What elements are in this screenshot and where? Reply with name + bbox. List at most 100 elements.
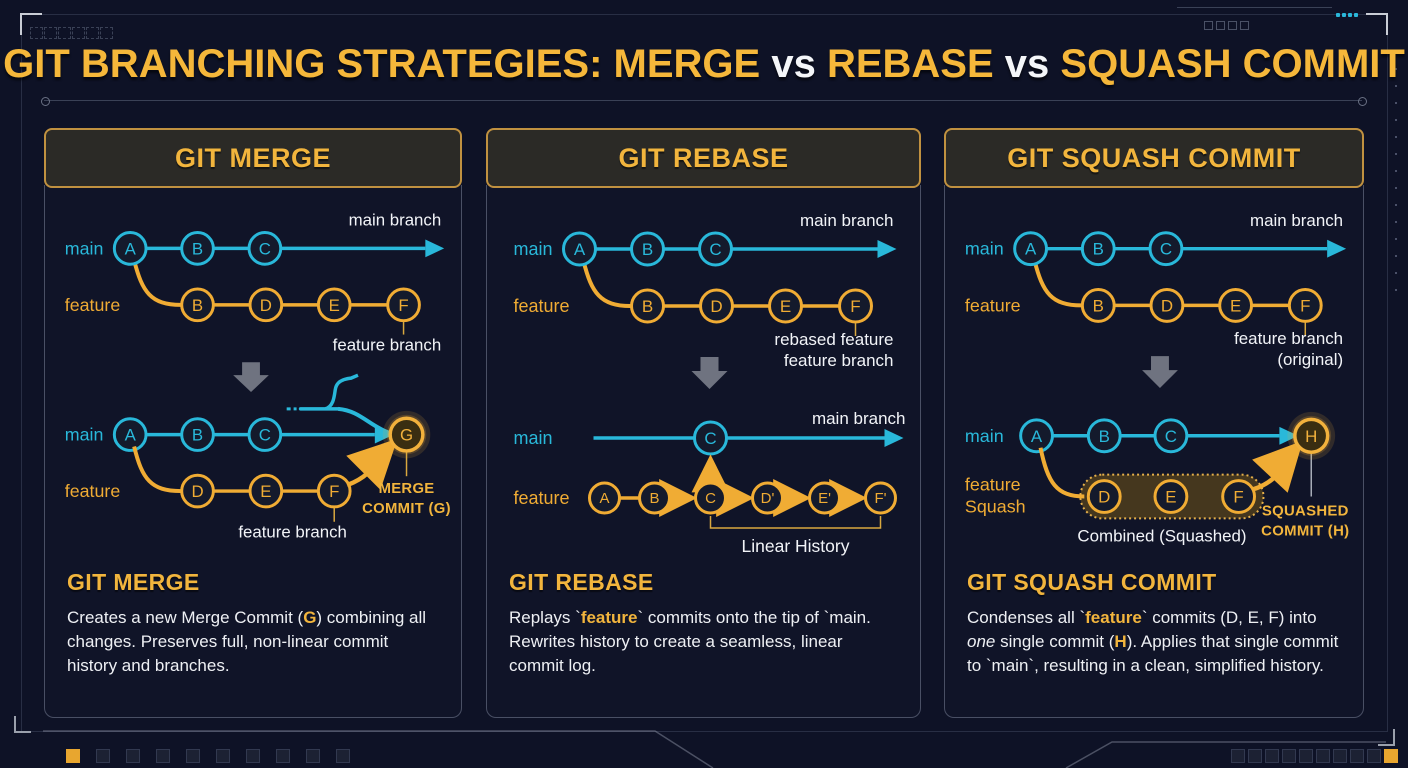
title-segment: GIT BRANCHING STRATEGIES: MERGE [3, 42, 761, 86]
panel-git-squash: GIT SQUASH COMMIT main branch main featu… [944, 128, 1364, 718]
highlight-segment: feature [1085, 608, 1142, 627]
main-branch-label: main branch [812, 409, 906, 428]
description-heading: GIT MERGE [67, 569, 200, 595]
panel-body: main branch main feature A B C B D E F r… [486, 185, 921, 718]
diagram-git-merge: main branch main feature A B C B D E F f… [65, 211, 451, 542]
svg-text:C: C [705, 490, 716, 507]
divider-end-cap [1358, 97, 1367, 106]
highlight-segment: H [1114, 632, 1127, 652]
svg-text:H: H [1305, 427, 1317, 446]
svg-text:D: D [1161, 296, 1173, 315]
corner-bracket-bottom-right [1378, 729, 1395, 746]
commit-node-feature: A B C D' E' F' [588, 481, 897, 515]
svg-text:B: B [192, 239, 203, 258]
merge-commit-annotation: COMMIT (G) [362, 501, 451, 517]
feature-branch-label: (original) [1277, 350, 1343, 369]
description-text: Creates a new Merge Commit (G) combining… [67, 606, 439, 678]
description-heading: GIT SQUASH COMMIT [967, 569, 1217, 595]
svg-text:D: D [260, 296, 272, 315]
text-segment: single commit ( [995, 632, 1115, 652]
commit-node-main: A B C [112, 231, 283, 266]
panel-title: GIT MERGE [174, 142, 331, 173]
branch-curve [1032, 260, 1082, 308]
panel-title: GIT SQUASH COMMIT [1007, 142, 1301, 173]
svg-text:A: A [1031, 427, 1043, 446]
diagram-git-rebase: main branch main feature A B C B D E F r… [514, 211, 906, 556]
branch-curve [1038, 447, 1085, 499]
down-arrow-icon [233, 362, 269, 393]
text-segment: ) combining all changes. Preserves full,… [67, 608, 427, 676]
main-branch-label: main branch [349, 211, 442, 230]
deco-top-right-line [1177, 7, 1332, 8]
svg-text:A: A [125, 239, 137, 258]
combined-label: Combined (Squashed) [1077, 526, 1246, 545]
svg-text:A: A [125, 426, 137, 445]
deco-square-outlines [1204, 17, 1252, 35]
feature-label: feature [65, 295, 121, 315]
main-arrowhead-icon [425, 239, 445, 258]
svg-text:F: F [398, 296, 408, 315]
panel-header: GIT REBASE [486, 128, 921, 188]
svg-text:B: B [642, 240, 653, 259]
svg-text:C: C [259, 239, 271, 258]
feature-branch-label: feature branch [784, 351, 894, 370]
main-label: main [965, 426, 1004, 446]
svg-text:C: C [709, 240, 721, 259]
commit-node-feature: B D E F [630, 288, 873, 324]
main-arrowhead-icon [877, 240, 897, 258]
title-vs: vs [771, 42, 816, 86]
highlight-segment: G [303, 608, 317, 627]
divider-end-cap [41, 97, 50, 106]
svg-text:F': F' [874, 490, 886, 507]
italic-segment: one [967, 632, 996, 652]
svg-text:E: E [329, 296, 340, 315]
svg-text:F: F [850, 297, 860, 316]
corner-bracket-top-right [1366, 13, 1388, 35]
squash-commit-annotation: SQUASHED [1262, 502, 1349, 519]
text-segment: Creates a new Merge Commit ( [67, 608, 304, 627]
feature-branch-label: feature branch [1234, 329, 1343, 348]
commit-node-feature: D E F [180, 473, 352, 509]
svg-text:F: F [329, 482, 339, 501]
panel-header: GIT MERGE [44, 128, 462, 188]
main-label: main [65, 238, 104, 258]
svg-text:D: D [191, 482, 203, 501]
description-text: Condenses all `feature` commits (D, E, F… [967, 606, 1341, 678]
title-segment: REBASE [826, 42, 994, 86]
merge-commit-node: G [382, 410, 431, 459]
text-segment: Replays ` [509, 608, 581, 627]
panel-git-merge: GIT MERGE main branch main feature A B C… [44, 128, 462, 718]
feature-branch-label: feature branch [333, 335, 442, 354]
deco-dashed-boxes [30, 26, 114, 44]
panel-body: main branch main feature A B C B D E F f… [44, 185, 462, 718]
svg-text:C: C [1165, 427, 1177, 446]
deco-edge-dots [1395, 68, 1397, 308]
panel-git-rebase: GIT REBASE main branch main feature A B … [486, 128, 921, 718]
linear-history-bracket [709, 516, 882, 529]
highlight-segment: feature [580, 608, 638, 627]
commit-node-main: A B C [562, 231, 733, 267]
text-segment: Condenses all ` [967, 608, 1086, 627]
commit-node-feature: B D E F [1080, 288, 1323, 323]
svg-text:B: B [1099, 427, 1110, 446]
svg-text:D': D' [761, 490, 775, 507]
main-label: main [965, 239, 1004, 259]
svg-text:B: B [649, 490, 659, 507]
svg-text:B: B [192, 296, 203, 315]
svg-text:C: C [704, 429, 716, 448]
main-arrowhead-icon [884, 429, 904, 447]
main-label: main [514, 239, 553, 259]
svg-text:A: A [574, 240, 586, 259]
svg-text:C: C [259, 426, 271, 445]
page-title: GIT BRANCHING STRATEGIES: MERGE vs REBAS… [0, 42, 1408, 87]
main-label: main [65, 425, 104, 445]
text-segment: ). Applies that single commit to `main`,… [967, 632, 1339, 676]
panel-description: GIT MERGE Creates a new Merge Commit (G)… [45, 557, 461, 678]
commit-node-feature: B D E F [180, 287, 421, 323]
down-arrow-icon [691, 357, 728, 389]
main-branch-label: main branch [1250, 211, 1343, 230]
svg-text:A: A [1025, 240, 1037, 259]
down-arrow-icon [1142, 356, 1178, 389]
corner-bracket-bottom-left [14, 716, 31, 733]
title-divider [44, 100, 1362, 101]
